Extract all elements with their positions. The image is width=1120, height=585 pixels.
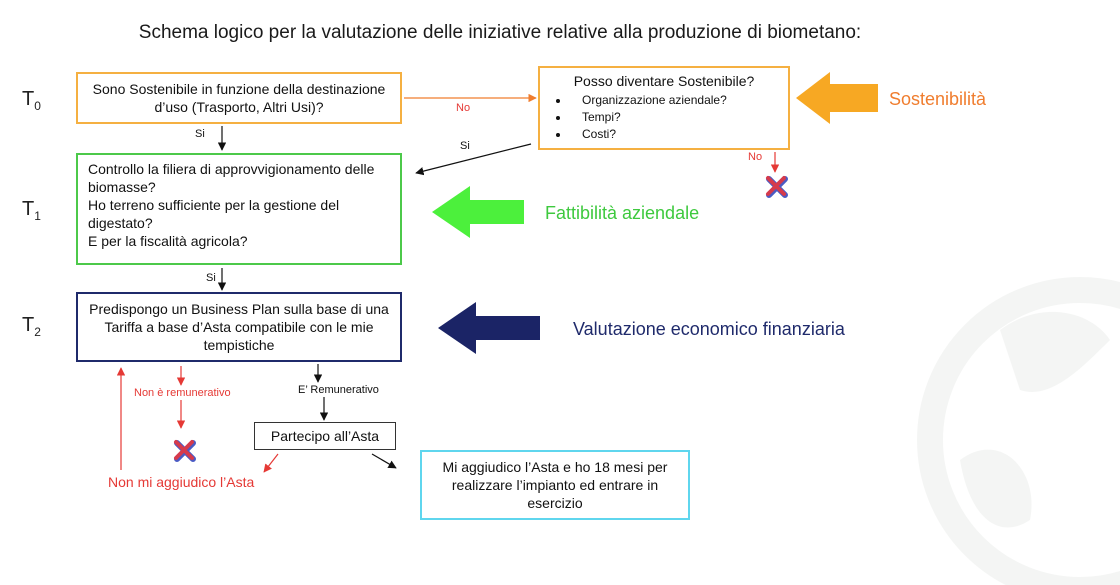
node-sostenibile-text: Sono Sostenibile in funzione della desti… <box>92 81 386 115</box>
edge-label-si: Si <box>460 140 470 152</box>
valutazione-arrow-icon <box>438 302 540 354</box>
node-posso-diventare: Posso diventare Sostenibile? Organizzazi… <box>538 66 790 150</box>
edge-label-no: No <box>748 151 763 163</box>
time-label-t1: T1 <box>22 198 41 223</box>
fattibilita-arrow-icon <box>432 186 524 238</box>
connector-asta-to-non-aggiudico <box>263 453 279 473</box>
node-posso-diventare-list: Organizzazione aziendale? Tempi? Costi? <box>548 92 780 143</box>
node-sostenibile: Sono Sostenibile in funzione della desti… <box>76 72 402 124</box>
time-label-t0-sub: 0 <box>34 99 41 113</box>
edge-label-si: Si <box>195 128 205 140</box>
time-label-t1-sub: 1 <box>34 209 41 223</box>
list-item: Costi? <box>570 126 780 143</box>
node-mi-aggiudico-text: Mi aggiudico l’Asta e ho 18 mesi per rea… <box>442 459 668 511</box>
node-partecipo-asta-text: Partecipo all’Asta <box>270 428 380 444</box>
node-business-plan-text: Predispongo un Business Plan sulla base … <box>89 301 389 353</box>
node-business-plan: Predispongo un Business Plan sulla base … <box>76 292 402 362</box>
diagram-title: Schema logico per la valutazione delle i… <box>138 22 862 43</box>
node-posso-diventare-heading: Posso diventare Sostenibile? <box>573 73 755 89</box>
category-label-fattibilita: Fattibilità aziendale <box>545 203 700 223</box>
edge-label-non-aggiudico: Non mi aggiudico l’Asta <box>108 474 255 490</box>
connector-asta-to-aggiudico <box>371 453 397 469</box>
sostenibilita-arrow-icon <box>796 72 878 124</box>
reject-cross-icon <box>766 176 788 198</box>
edge-label-remunerativo: E’ Remunerativo <box>298 384 379 396</box>
category-label-sostenibilita: Sostenibilità <box>889 89 987 109</box>
node-filiera-line: Ho terreno sufficiente per la gestione d… <box>88 197 340 231</box>
node-partecipo-asta: Partecipo all’Asta <box>254 422 396 450</box>
node-mi-aggiudico: Mi aggiudico l’Asta e ho 18 mesi per rea… <box>420 450 690 520</box>
edge-label-no: No <box>456 102 471 114</box>
node-filiera-line: Controllo la filiera di approvvigionamen… <box>88 161 375 195</box>
time-label-t2-main: T <box>22 314 35 336</box>
category-label-valutazione: Valutazione economico finanziaria <box>573 319 845 339</box>
connector-si-back-to-filiera <box>415 143 532 176</box>
time-label-t0: T0 <box>22 88 41 113</box>
edge-label-si: Si <box>206 272 216 284</box>
reject-cross-icon <box>174 440 196 462</box>
list-item: Tempi? <box>570 109 780 126</box>
time-label-t2-sub: 2 <box>34 325 41 339</box>
node-filiera-line: E per la fiscalità agricola? <box>88 233 248 249</box>
node-filiera: Controllo la filiera di approvvigionamen… <box>76 153 402 265</box>
globe-watermark-icon <box>917 277 1120 585</box>
time-label-t0-main: T <box>22 88 35 110</box>
edge-label-non-remunerativo: Non è remunerativo <box>134 387 231 399</box>
time-label-t1-main: T <box>22 198 35 220</box>
time-label-t2: T2 <box>22 314 41 339</box>
list-item: Organizzazione aziendale? <box>570 92 780 109</box>
